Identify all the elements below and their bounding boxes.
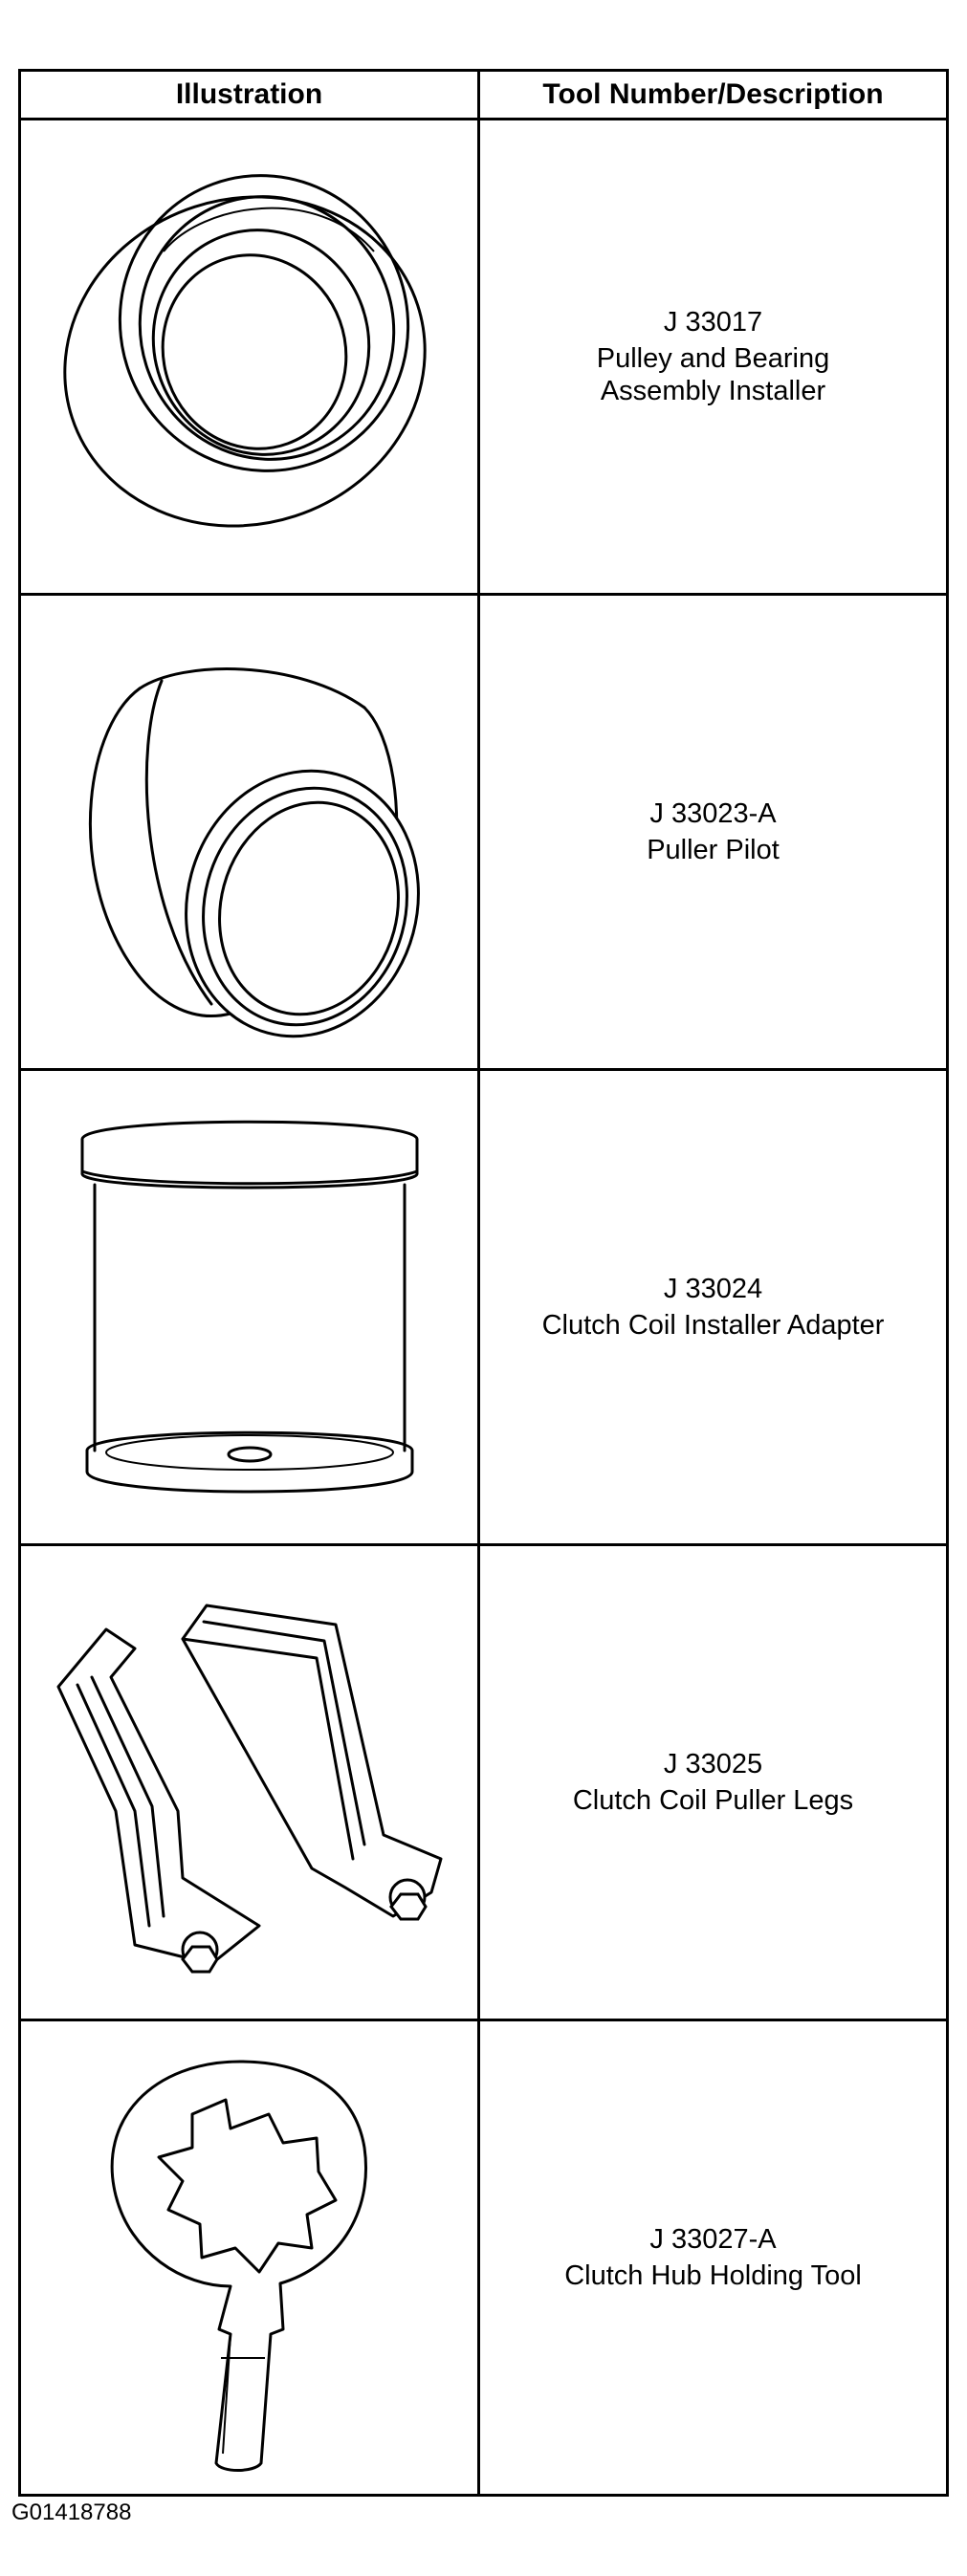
hub-holding-tool-icon [110,2060,367,2472]
pulley-bearing-installer-icon [62,174,427,528]
tool-description: Pulley and Bearing Assembly Installer [596,343,830,406]
table-row: J 33027-A Clutch Hub Holding Tool [18,2019,949,2497]
illustration-cell [18,118,480,596]
tool-description: Puller Pilot [647,835,780,865]
table-row: J 33023-A Puller Pilot [18,593,949,1071]
header-illustration: Illustration [18,69,480,120]
table-row: J 33017 Pulley and Bearing Assembly Inst… [18,118,949,596]
tool-number: J 33017 [663,307,763,338]
header-tool-number-description: Tool Number/Description [477,69,949,120]
coil-installer-adapter-icon [79,1120,419,1494]
description-cell: J 33027-A Clutch Hub Holding Tool [477,2019,949,2497]
illustration-cell [18,593,480,1071]
coil-puller-legs-icon [56,1604,442,1974]
tool-number: J 33023-A [649,798,777,829]
puller-pilot-icon [88,667,420,1038]
illustration-cell [18,2019,480,2497]
tool-description: Clutch Coil Installer Adapter [541,1310,885,1341]
illustration-cell [18,1068,480,1546]
tool-number: J 33027-A [649,2224,777,2255]
figure-id: G01418788 [11,2500,132,2525]
table-header-row: Illustration Tool Number/Description [18,69,949,120]
table-row: J 33024 Clutch Coil Installer Adapter [18,1068,949,1546]
tool-table: Illustration Tool Number/Description J 3… [18,69,949,2497]
tool-description: Clutch Coil Puller Legs [572,1785,854,1816]
description-cell: J 33023-A Puller Pilot [477,593,949,1071]
tool-number: J 33025 [663,1749,763,1779]
description-cell: J 33017 Pulley and Bearing Assembly Inst… [477,118,949,596]
tool-number: J 33024 [663,1274,763,1304]
description-cell: J 33024 Clutch Coil Installer Adapter [477,1068,949,1546]
description-cell: J 33025 Clutch Coil Puller Legs [477,1543,949,2021]
table-row: J 33025 Clutch Coil Puller Legs [18,1543,949,2021]
illustration-cell [18,1543,480,2021]
tool-description: Clutch Hub Holding Tool [564,2260,862,2291]
